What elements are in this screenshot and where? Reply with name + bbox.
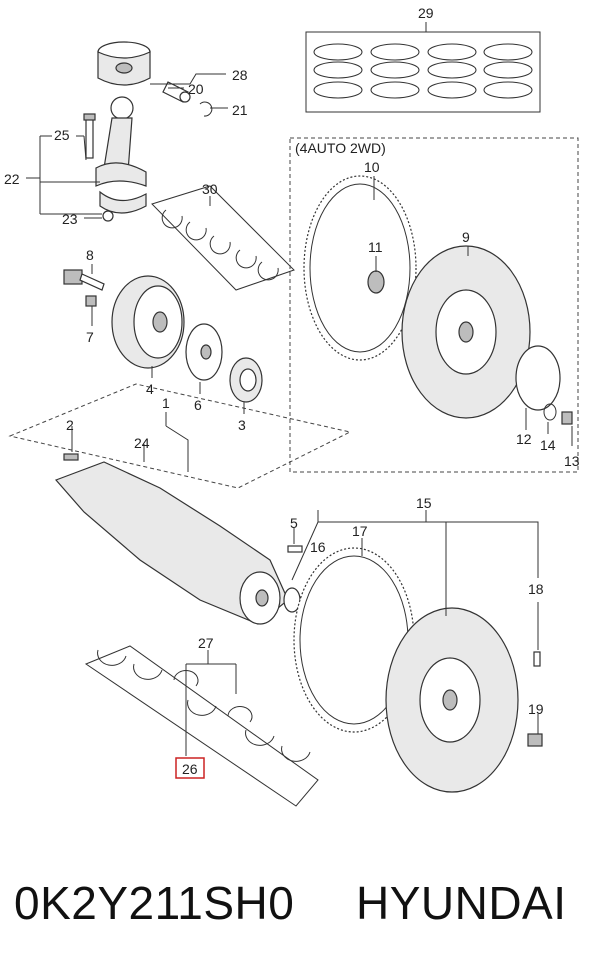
- flywheel-dowel: [533, 651, 541, 667]
- crank-pulley: [111, 275, 185, 369]
- piston: [97, 41, 151, 86]
- label-17: 17: [352, 523, 368, 539]
- pulley-plate: [185, 323, 223, 381]
- section-note: (4AUTO 2WD): [295, 140, 386, 156]
- label-8: 8: [86, 247, 94, 263]
- crank-key: [63, 453, 79, 461]
- label-16: 16: [310, 539, 326, 555]
- pulley-key: [85, 295, 97, 307]
- label-1: 1: [162, 395, 170, 411]
- label-13: 13: [564, 453, 580, 469]
- label-5: 5: [290, 515, 298, 531]
- crank-bolt: [63, 269, 105, 291]
- connecting-rod: [95, 96, 147, 187]
- leader-lines: [26, 22, 573, 756]
- label-14: 14: [540, 437, 556, 453]
- exploded-parts-diagram: (4AUTO 2WD): [4, 5, 580, 807]
- label-9: 9: [462, 229, 470, 245]
- label-25: 25: [54, 127, 70, 143]
- label-19: 19: [528, 701, 544, 717]
- highlight-box: [175, 757, 205, 779]
- part-labels: 29 28 20 21 25 22 23 30 8 7 4 6 3 10 11 …: [4, 5, 580, 779]
- label-22: 22: [4, 171, 20, 187]
- label-6: 6: [194, 397, 202, 413]
- label-27: 27: [198, 635, 214, 651]
- label-21: 21: [232, 102, 248, 118]
- rod-bearings: [151, 185, 295, 291]
- flywheel-bolt-2: [527, 733, 543, 747]
- label-30: 30: [202, 181, 218, 197]
- label-26: 26: [182, 761, 198, 777]
- label-20: 20: [188, 81, 204, 97]
- label-12: 12: [516, 431, 532, 447]
- piston-rings: [305, 31, 541, 113]
- label-11: 11: [368, 239, 383, 255]
- label-10: 10: [364, 159, 380, 175]
- flywheel-bolt: [561, 411, 573, 425]
- flywheel: [385, 607, 519, 793]
- label-18: 18: [528, 581, 544, 597]
- rod-cap: [99, 190, 147, 222]
- crankshaft: [54, 461, 289, 625]
- label-7: 7: [86, 329, 94, 345]
- crankshaft-section: [8, 383, 352, 489]
- label-2: 2: [66, 417, 74, 433]
- piston-pin: [162, 81, 191, 103]
- adapter-plate: [515, 345, 561, 411]
- drive-plate: [401, 245, 531, 419]
- dowel-pin: [287, 545, 303, 553]
- timing-sprocket: [229, 357, 263, 403]
- part-number: 0K2Y211SH0: [14, 877, 295, 929]
- label-4: 4: [146, 381, 154, 397]
- label-3: 3: [238, 417, 246, 433]
- pilot-bearing: [367, 270, 385, 294]
- label-29: 29: [418, 5, 434, 21]
- brand-name: HYUNDAI: [356, 877, 567, 929]
- label-24: 24: [134, 435, 150, 451]
- rod-bolt: [83, 113, 96, 159]
- snap-ring: [199, 101, 213, 117]
- label-23: 23: [62, 211, 78, 227]
- ring-gear: [303, 175, 417, 361]
- main-bearings: [84, 645, 319, 807]
- spacer: [543, 403, 557, 421]
- auto-section: (4AUTO 2WD): [289, 137, 579, 473]
- label-28: 28: [232, 67, 248, 83]
- label-15: 15: [416, 495, 432, 511]
